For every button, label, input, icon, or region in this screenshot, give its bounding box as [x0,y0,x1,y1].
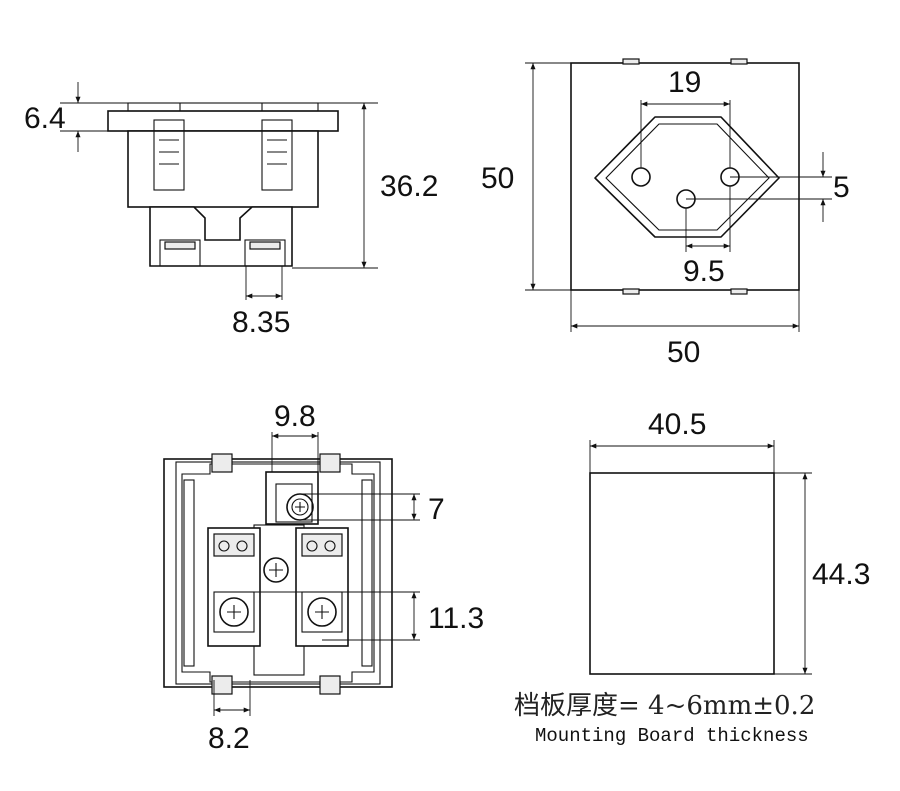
dim-pin-offset: 9.5 [683,255,725,288]
dim-cutout-width: 40.5 [648,408,706,441]
dim-pin-diameter: 5 [833,171,850,204]
cutout-view-dimensions [589,440,812,675]
dim-rear-ground: 7 [428,493,445,526]
dim-front-width-bottom: 50 [667,336,700,369]
cutout-view [589,472,775,675]
dim-flange: 6.4 [24,102,66,135]
dim-cutout-height: 44.3 [812,558,870,591]
dim-side-pitch: 8.35 [232,306,290,339]
dim-rear-bottom: 8.2 [208,722,250,755]
side-view-dimensions [60,82,378,300]
front-view [570,58,800,295]
dim-front-width-left: 50 [481,162,514,195]
rear-view-dimensions [213,432,420,716]
front-view-dimensions [525,62,832,332]
rear-view [163,453,393,695]
dim-pin-spacing: 19 [668,66,701,99]
dim-rear-top: 9.8 [274,400,316,433]
note-english: Mounting Board thickness [535,725,809,747]
dim-side-height: 36.2 [380,170,438,203]
dim-rear-terminal: 11.3 [428,602,484,635]
side-view [107,102,339,267]
note-chinese: 档板厚度= 4~6mm±0.2 [514,691,815,721]
